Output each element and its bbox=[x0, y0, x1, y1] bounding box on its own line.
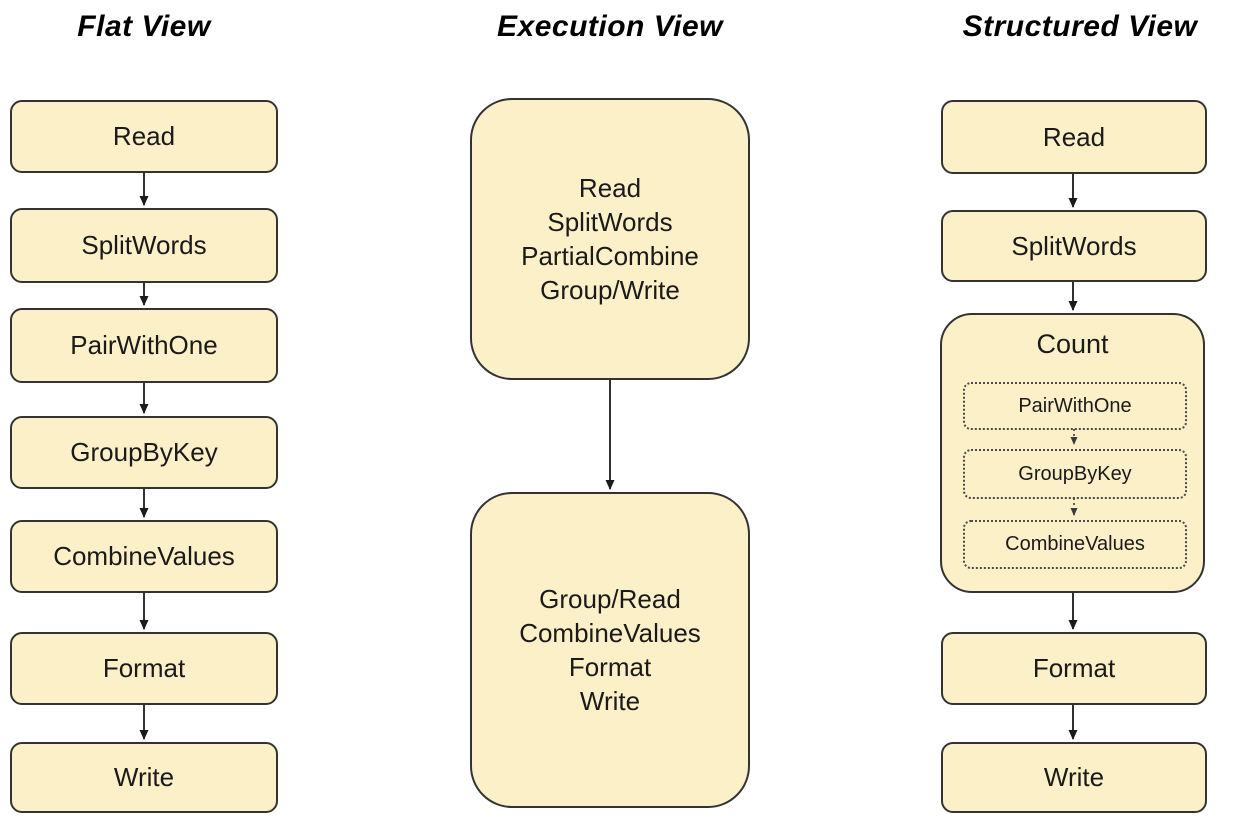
execution-stage2-line: Write bbox=[579, 686, 641, 716]
composite-count-label: Count bbox=[1036, 329, 1109, 359]
structured-node-format: Format bbox=[941, 632, 1207, 705]
flat-node-format: Format bbox=[10, 632, 278, 705]
flat-node-groupbykey: GroupByKey bbox=[10, 416, 278, 489]
composite-subnode-pairwithone: PairWithOne bbox=[963, 382, 1187, 430]
structured-node-read: Read bbox=[941, 100, 1207, 174]
flat-node-combinevalues: CombineValues bbox=[10, 520, 278, 593]
flat-node-splitwords: SplitWords bbox=[10, 208, 278, 283]
execution-stage1-line: Read bbox=[578, 173, 642, 203]
execution-stage1-line: Group/Write bbox=[540, 275, 680, 305]
execution-stage2-line: Format bbox=[568, 652, 652, 682]
composite-subnode-groupbykey: GroupByKey bbox=[963, 449, 1187, 499]
flat-node-write: Write bbox=[10, 742, 278, 813]
flat-view-title: Flat View bbox=[77, 10, 211, 43]
execution-view-title: Execution View bbox=[497, 10, 723, 43]
execution-stage2-line: CombineValues bbox=[519, 618, 701, 648]
flat-node-pairwithone: PairWithOne bbox=[10, 308, 278, 383]
composite-subnode-combinevalues: CombineValues bbox=[963, 520, 1187, 569]
execution-stage-1: Read SplitWords PartialCombine Group/Wri… bbox=[470, 98, 750, 380]
structured-view-title: Structured View bbox=[962, 10, 1198, 43]
execution-stage1-line: PartialCombine bbox=[521, 241, 699, 271]
execution-stage-2: Group/Read CombineValues Format Write bbox=[470, 492, 750, 808]
execution-stage1-line: SplitWords bbox=[547, 207, 673, 237]
execution-stage2-line: Group/Read bbox=[539, 584, 681, 614]
structured-node-write: Write bbox=[941, 742, 1207, 813]
flat-node-read: Read bbox=[10, 100, 278, 173]
structured-node-splitwords: SplitWords bbox=[941, 210, 1207, 282]
structured-composite-count: Count PairWithOne GroupByKey CombineValu… bbox=[940, 313, 1205, 593]
